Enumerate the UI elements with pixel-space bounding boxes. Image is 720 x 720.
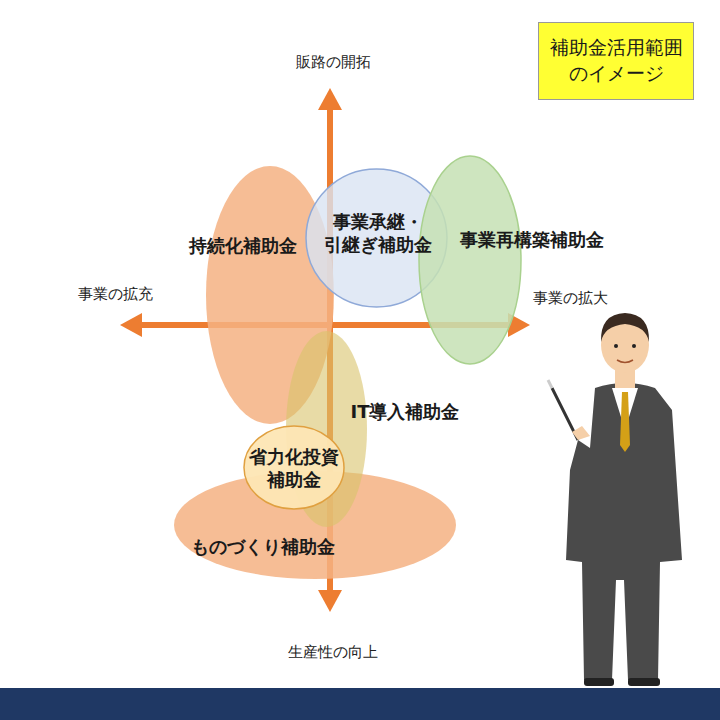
title-box: 補助金活用範囲 のイメージ bbox=[538, 22, 694, 100]
subsidy-name: 省力化投資 補助金 bbox=[246, 446, 342, 491]
subsidy-name: ものづくり補助金 bbox=[178, 536, 348, 559]
subsidy-name: IT導入補助金 bbox=[340, 401, 470, 424]
subsidy-ellipse: 事業再構築補助金 bbox=[418, 155, 522, 365]
title: 補助金活用範囲 のイメージ bbox=[546, 35, 686, 86]
subsidy-name: 事業承継・ 引継ぎ補助金 bbox=[316, 211, 441, 256]
subsidy-ellipse: 省力化投資 補助金 bbox=[243, 425, 345, 510]
subsidy-name: 事業再構築補助金 bbox=[442, 229, 622, 252]
footer-bar bbox=[0, 688, 720, 720]
axis-label: 生産性の向上 bbox=[288, 643, 378, 662]
axis-label: 販路の開拓 bbox=[296, 53, 371, 72]
ellipse-outline bbox=[418, 155, 522, 365]
axis-label: 事業の拡充 bbox=[78, 285, 153, 304]
axis-label: 事業の拡大 bbox=[533, 289, 608, 308]
ellipse-outline bbox=[243, 425, 345, 510]
axis-arrows bbox=[120, 88, 530, 612]
subsidy-name: 持続化補助金 bbox=[163, 235, 323, 258]
presenter-figure bbox=[548, 313, 682, 686]
